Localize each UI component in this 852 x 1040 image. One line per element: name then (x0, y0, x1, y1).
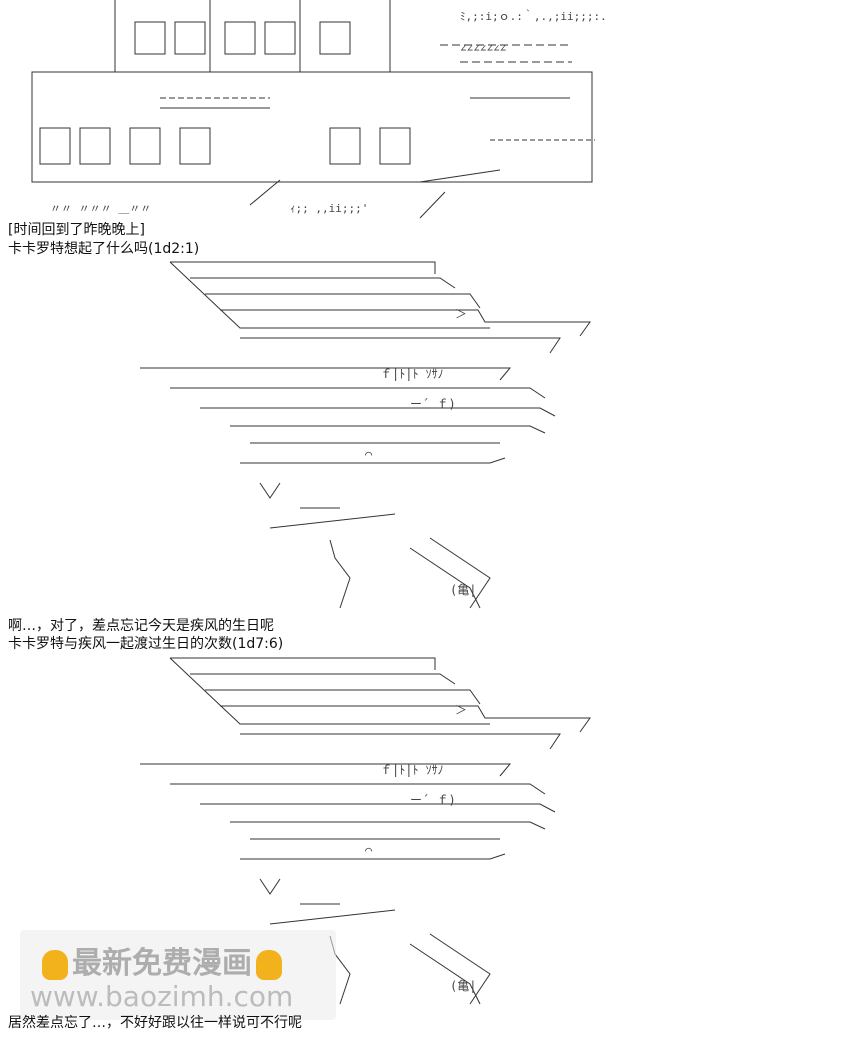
goku-drawing-2: ｆ|ﾄ|ﾄ ｿｻﾉ ー´ ｆ) ＞ ⌒ (亀| (140, 657, 591, 1005)
face-glyph: ＞ (455, 307, 467, 321)
narration-line-3: 啊…，对了，差点忘记今天是疾风的生日呢 (8, 618, 274, 634)
face-glyph-b: ＞ (455, 703, 467, 717)
building-drawing: 〃〃 〃〃〃 ＿〃〃 ｨ;; ,,ii;;;' ﾐ,;:i;ｏ.:｀,.,;ii… (31, 0, 607, 219)
face-mark-b2: ー´ ｆ) (410, 793, 456, 807)
pointing-hand-icon (256, 949, 282, 980)
grass-text: 〃〃 〃〃〃 ＿〃〃 (50, 202, 151, 215)
narration-line-2: 卡卡罗特想起了什么吗(1d2:1) (8, 241, 200, 257)
building-ascii-art: 〃〃 〃〃〃 ＿〃〃 ｨ;; ,,ii;;;' ﾐ,;:i;ｏ.:｀,.,;ii… (20, 0, 620, 220)
narration-line-1: [时间回到了昨晚晚上] (8, 222, 145, 238)
goku-drawing-1: ｆ|ﾄ|ﾄ ｿｻﾉ ー´ ｆ) ＞ ⌒ (亀| (140, 261, 591, 609)
watermark-url: www.baozimh.com (30, 980, 294, 1013)
watermark-brand-row: 最新免费漫画 (38, 938, 286, 982)
tag-glyph: (亀| (450, 583, 476, 597)
watermark-brand: 最新免费漫画 (72, 946, 252, 981)
roof-text: ∠∠∠∠∠∠∠ (460, 42, 506, 55)
pointing-hand-icon (42, 949, 68, 980)
mouth-glyph: ⌒ (365, 447, 372, 461)
mouth-glyph-b: ⌒ (365, 843, 372, 857)
narration-line-4: 卡卡罗特与疾风一起渡过生日的次数(1d7:6) (8, 636, 284, 652)
face-mark: ｆ|ﾄ|ﾄ ｿｻﾉ (380, 367, 444, 381)
face-mark-2: ー´ ｆ) (410, 397, 456, 411)
grass-text-2: ｨ;; ,,ii;;;' (290, 202, 368, 215)
watermark: 最新免费漫画 www.baozimh.com (20, 930, 336, 1020)
narration-line-5: 居然差点忘了…，不好好跟以往一样说可不行呢 (8, 1015, 302, 1031)
scene-text: ﾐ,;:i;ｏ.:｀,.,;ii;;;:. (460, 8, 607, 23)
face-mark-b: ｆ|ﾄ|ﾄ ｿｻﾉ (380, 763, 444, 777)
goku-ascii-art-1: ｆ|ﾄ|ﾄ ｿｻﾉ ー´ ｆ) ＞ ⌒ (亀| (110, 258, 610, 618)
goku-ascii-art-2: ｆ|ﾄ|ﾄ ｿｻﾉ ー´ ｆ) ＞ ⌒ (亀| (110, 654, 610, 1014)
tag-glyph-b: (亀| (450, 979, 476, 993)
